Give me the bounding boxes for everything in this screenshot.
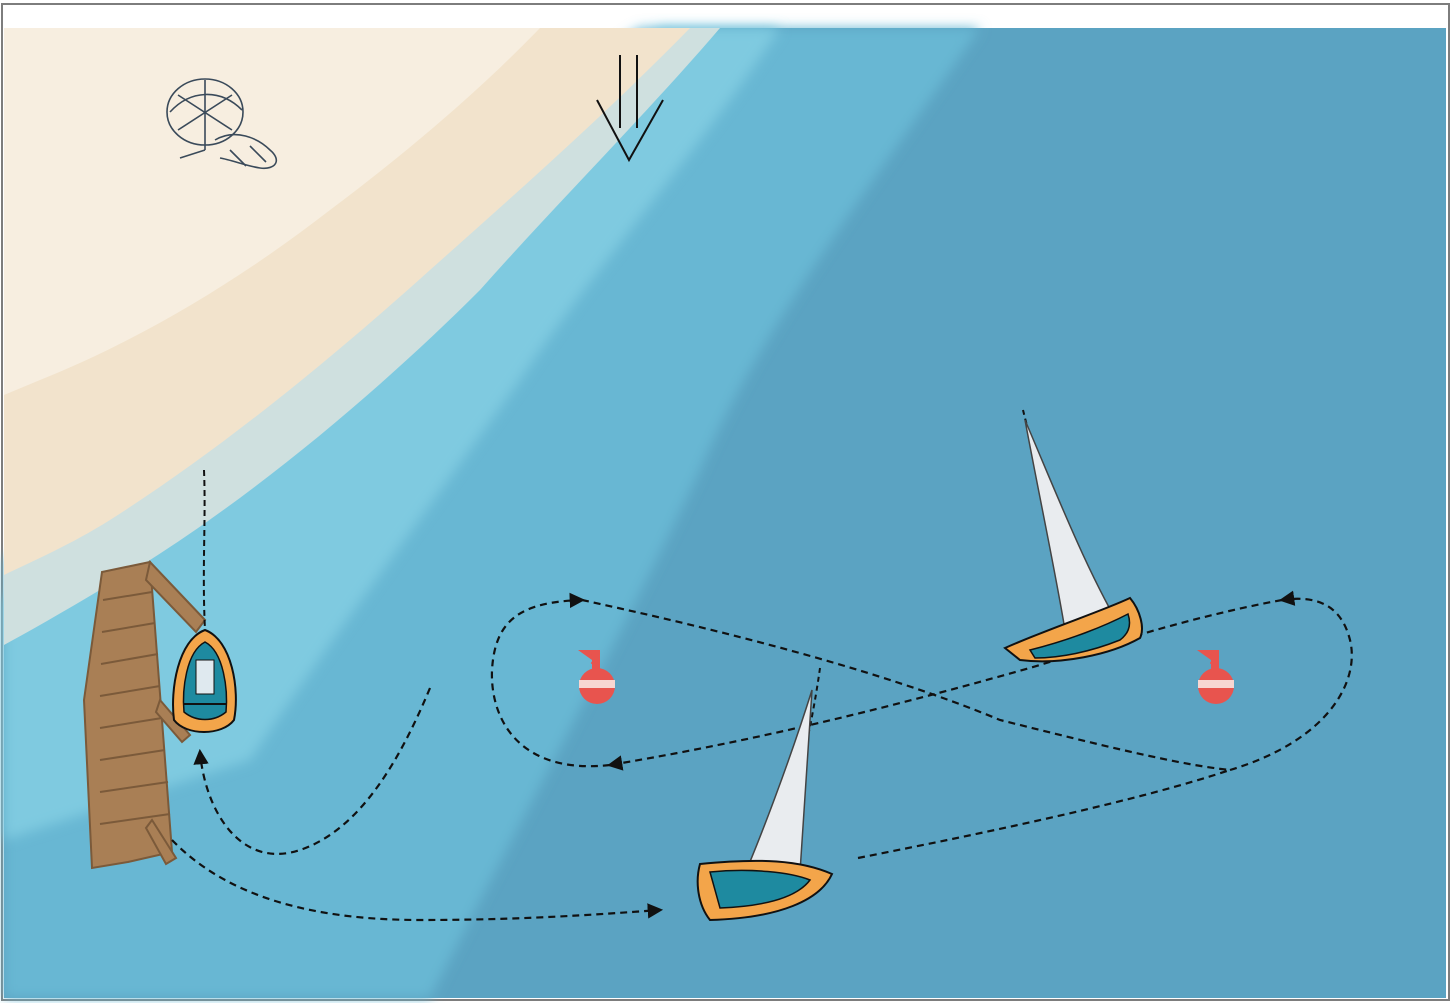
buoy-number: 1 (1208, 649, 1219, 668)
buoy-number: 1 (589, 649, 600, 668)
